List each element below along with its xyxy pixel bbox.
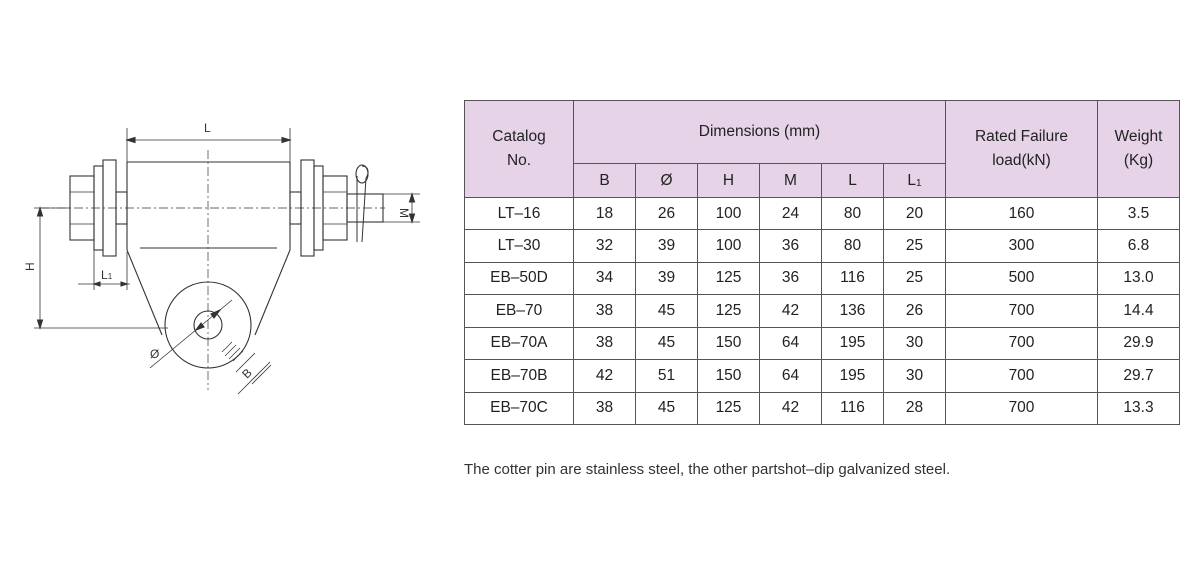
table-cell: 300 xyxy=(945,229,1098,263)
table-cell: 38 xyxy=(573,294,636,328)
table-cell: 150 xyxy=(697,326,760,360)
table-cell: 100 xyxy=(697,197,760,230)
table-cell: 13.3 xyxy=(1097,391,1180,425)
table-cell: 29.9 xyxy=(1097,326,1180,360)
table-cell: 36 xyxy=(759,229,822,263)
table-cell: 38 xyxy=(573,391,636,425)
table-cell: 25 xyxy=(883,261,946,295)
table-cell: 13.0 xyxy=(1097,261,1180,295)
table-cell: 38 xyxy=(573,326,636,360)
table-cell: 125 xyxy=(697,261,760,295)
table-cell: 700 xyxy=(945,294,1098,328)
table-cell: EB–70B xyxy=(464,359,574,393)
table-cell: 25 xyxy=(883,229,946,263)
table-cell: 125 xyxy=(697,294,760,328)
table-cell: 500 xyxy=(945,261,1098,295)
label-H: H xyxy=(23,262,37,271)
header-dim-h: H xyxy=(697,163,760,198)
table-cell: 14.4 xyxy=(1097,294,1180,328)
header-dim-b: B xyxy=(573,163,636,198)
table-cell: 116 xyxy=(821,261,884,295)
table-cell: 24 xyxy=(759,197,822,230)
table-cell: 6.8 xyxy=(1097,229,1180,263)
table-cell: EB–70 xyxy=(464,294,574,328)
header-dim-l1: L1 xyxy=(883,163,946,198)
table-cell: 700 xyxy=(945,359,1098,393)
table-cell: 32 xyxy=(573,229,636,263)
table-cell: 45 xyxy=(635,294,698,328)
material-note: The cotter pin are stainless steel, the … xyxy=(464,461,951,478)
table-cell: 64 xyxy=(759,359,822,393)
table-cell: 3.5 xyxy=(1097,197,1180,230)
header-dim-l: L xyxy=(821,163,884,198)
table-cell: LT–30 xyxy=(464,229,574,263)
table-cell: 26 xyxy=(883,294,946,328)
header-dim-m: M xyxy=(759,163,822,198)
table-cell: 36 xyxy=(759,261,822,295)
table-cell: 45 xyxy=(635,326,698,360)
label-B: B xyxy=(239,366,255,382)
table-cell: 30 xyxy=(883,359,946,393)
table-cell: 116 xyxy=(821,391,884,425)
table-cell: 42 xyxy=(759,294,822,328)
header-catalog-no: Catalog No. xyxy=(464,100,574,198)
table-cell: 18 xyxy=(573,197,636,230)
table-cell: 39 xyxy=(635,261,698,295)
table-cell: 26 xyxy=(635,197,698,230)
table-cell: 125 xyxy=(697,391,760,425)
table-cell: 29.7 xyxy=(1097,359,1180,393)
table-cell: 64 xyxy=(759,326,822,360)
specification-table: Catalog No. Dimensions (mm) Rated Failur… xyxy=(464,100,1180,425)
table-cell: EB–50D xyxy=(464,261,574,295)
table-cell: 700 xyxy=(945,326,1098,360)
table-cell: 80 xyxy=(821,229,884,263)
table-cell: 195 xyxy=(821,326,884,360)
technical-drawing: L M H L1 Ø B xyxy=(23,121,420,395)
header-weight: Weight (Kg) xyxy=(1097,100,1180,198)
table-cell: 30 xyxy=(883,326,946,360)
table-cell: 42 xyxy=(759,391,822,425)
label-L1: L1 xyxy=(101,268,113,282)
table-cell: 51 xyxy=(635,359,698,393)
table-cell: 136 xyxy=(821,294,884,328)
header-rated-failure-load: Rated Failure load(kN) xyxy=(945,100,1098,198)
table-cell: 150 xyxy=(697,359,760,393)
label-phi: Ø xyxy=(150,347,159,361)
table-cell: LT–16 xyxy=(464,197,574,230)
table-cell: 80 xyxy=(821,197,884,230)
table-cell: 28 xyxy=(883,391,946,425)
table-cell: EB–70C xyxy=(464,391,574,425)
label-M: M xyxy=(397,208,411,218)
header-dimensions: Dimensions (mm) xyxy=(573,100,946,164)
table-cell: 20 xyxy=(883,197,946,230)
table-cell: 42 xyxy=(573,359,636,393)
table-cell: 195 xyxy=(821,359,884,393)
table-cell: 39 xyxy=(635,229,698,263)
table-cell: 160 xyxy=(945,197,1098,230)
table-cell: 100 xyxy=(697,229,760,263)
table-cell: 34 xyxy=(573,261,636,295)
label-L: L xyxy=(204,121,211,135)
header-dim-phi: Ø xyxy=(635,163,698,198)
table-cell: 700 xyxy=(945,391,1098,425)
table-cell: EB–70A xyxy=(464,326,574,360)
table-cell: 45 xyxy=(635,391,698,425)
